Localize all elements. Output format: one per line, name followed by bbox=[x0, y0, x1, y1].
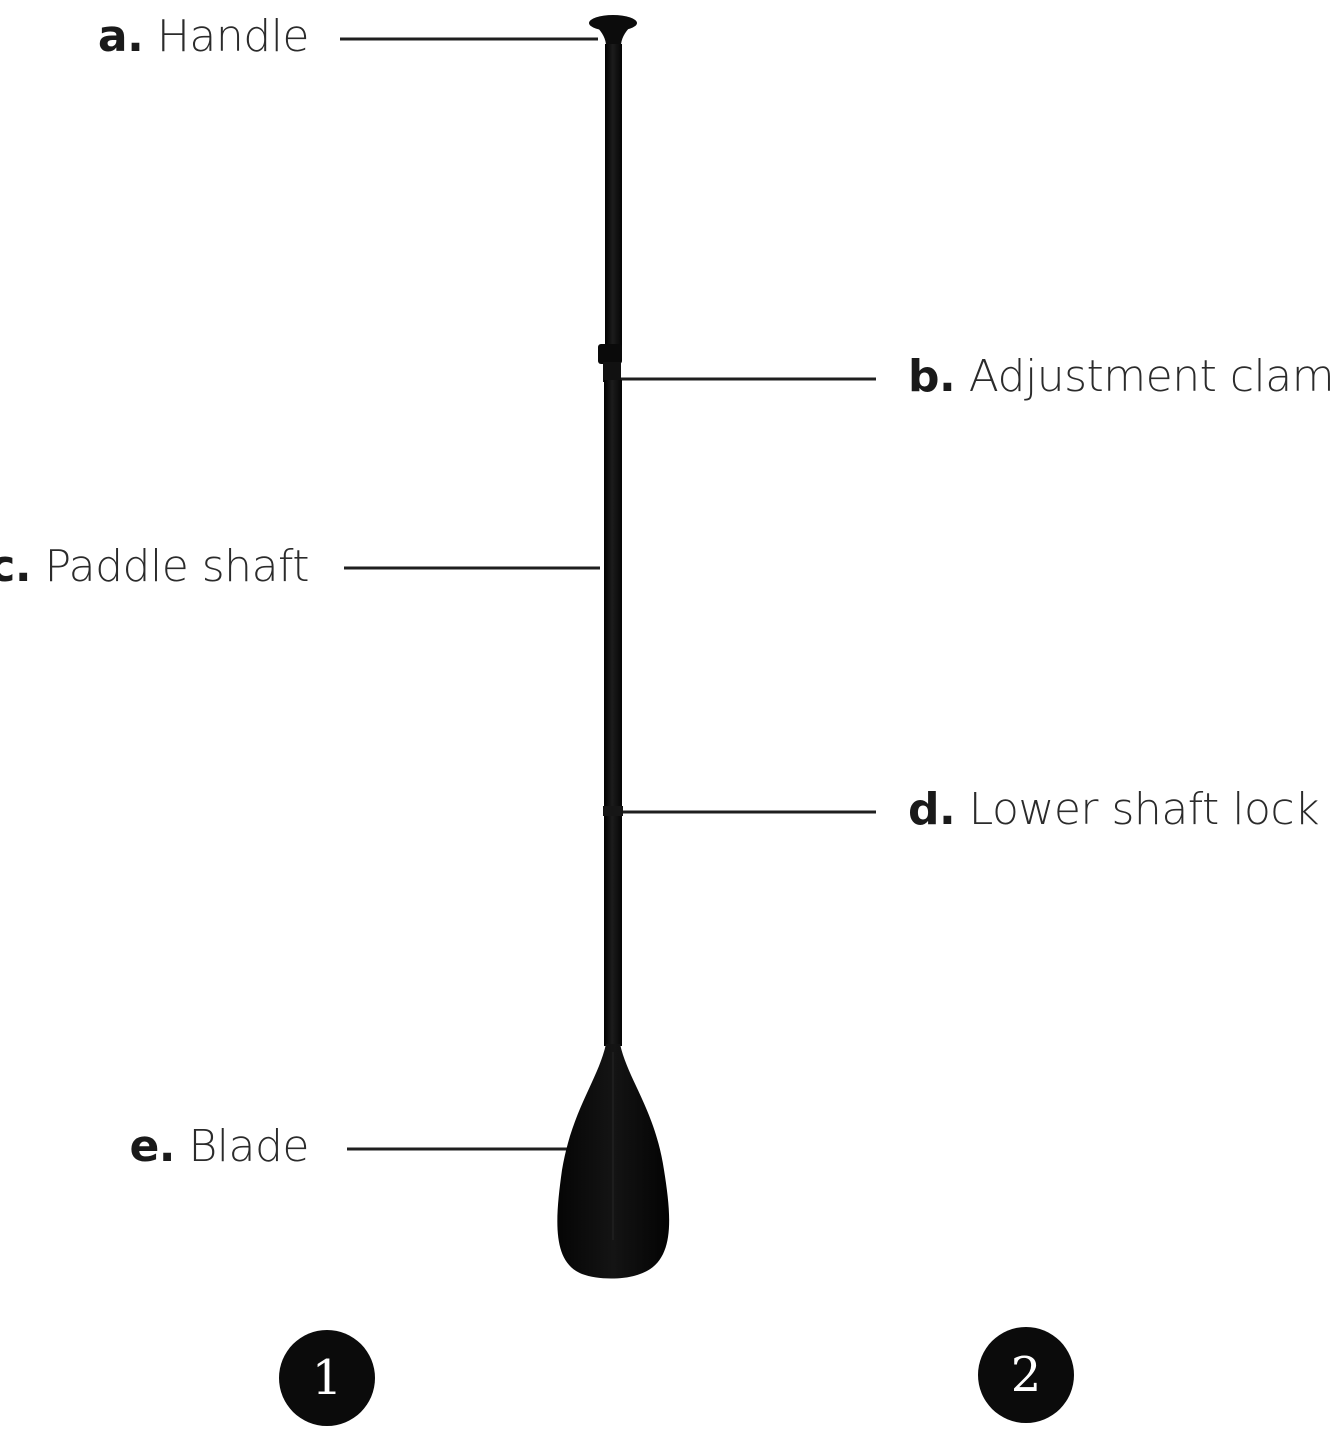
paddle-upper-shaft bbox=[605, 44, 622, 348]
paddle-clamp-collar bbox=[603, 362, 621, 382]
callout-handle: a. Handle bbox=[98, 15, 310, 59]
callout-lower-shaft-lock-text: Lower shaft lock bbox=[968, 784, 1320, 835]
callout-adjustment-clamp: b. Adjustment clamp bbox=[908, 355, 1339, 399]
callout-blade-text: Blade bbox=[188, 1121, 310, 1172]
callout-paddle-shaft-letter: c. bbox=[0, 541, 32, 592]
paddle-illustration bbox=[557, 15, 670, 1279]
callout-lower-shaft-lock-letter: d. bbox=[908, 784, 956, 835]
callout-adjustment-clamp-letter: b. bbox=[908, 351, 956, 402]
callout-blade-letter: e. bbox=[129, 1121, 175, 1172]
callout-paddle-shaft-text: Paddle shaft bbox=[44, 541, 310, 592]
callout-lower-shaft-lock: d. Lower shaft lock bbox=[908, 788, 1320, 832]
paddle-handle-neck bbox=[596, 26, 631, 46]
callout-adjustment-clamp-text: Adjustment clamp bbox=[968, 351, 1339, 402]
paddle-lower-shaft bbox=[604, 380, 622, 1046]
callout-handle-text: Handle bbox=[156, 11, 310, 62]
callout-handle-letter: a. bbox=[97, 11, 144, 62]
paddle-adjustment-clamp bbox=[598, 344, 622, 364]
callout-paddle-shaft: c. Paddle shaft bbox=[0, 545, 310, 589]
paddle-lower-shaft-lock bbox=[603, 806, 623, 816]
callout-blade: e. Blade bbox=[129, 1125, 309, 1169]
step-badge-1: 1 bbox=[279, 1330, 375, 1426]
step-badge-2: 2 bbox=[978, 1327, 1074, 1423]
